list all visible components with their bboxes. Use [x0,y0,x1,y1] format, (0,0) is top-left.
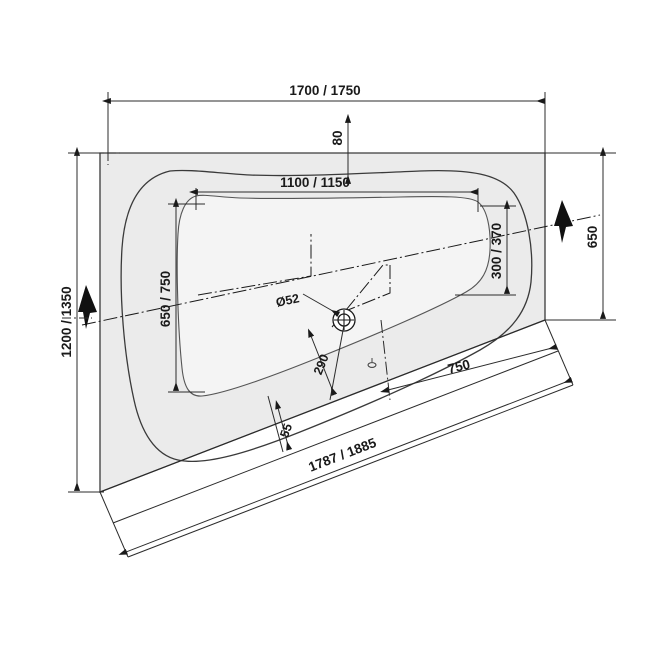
dim-diagonal-segment: 750 [380,319,558,401]
drain-diameter-label: Ø52 [275,291,301,310]
diagonal-center-line [81,214,601,326]
diagonal-segment-dim-line [380,343,558,393]
right-inner-height-label: 300 / 370 [489,223,504,279]
dim-top-offset: 80 [330,113,352,184]
drain-diameter-leader [302,293,341,318]
main-center-axis [81,214,601,326]
ledge-left-detail [197,234,312,296]
dim-right-overall-height: 650 [545,146,616,321]
ledge-mid-detail [331,264,390,328]
front-edge-left-ext [99,491,129,558]
right-overall-height-label: 650 [585,226,600,249]
inner-height-label: 650 / 750 [158,271,173,327]
overall-width-label: 1700 / 1750 [289,83,360,98]
basin-ledge-detail-lines [197,234,391,328]
bathtub-basin [176,194,491,397]
left-axis-arrow-icon [78,285,97,329]
diagonal-segment-label: 750 [446,357,472,377]
diagonal-length-dim-line [118,376,573,555]
inner-width-label: 1100 / 1150 [280,175,350,190]
dim-inner-width: 1100 / 1150 [188,175,479,212]
dim-overall-width: 1700 / 1750 [101,83,546,158]
bathtub-basin-outline [176,194,491,397]
axis-direction-arrows [78,200,573,329]
dim-overall-height: 1200 / 1350 [59,146,104,493]
right-axis-arrow-icon [554,200,573,243]
dim-right-inner-height: 300 / 370 [455,199,516,296]
top-offset-label: 80 [330,130,345,145]
ledge-right-detail [342,265,391,313]
rim-thickness-label: 55 [277,422,295,440]
overall-height-label: 1200 / 1350 [59,286,74,357]
drain-outlet: Ø52 [275,291,377,368]
corner-tick-marks [62,135,546,319]
front-edge-right-ext [544,319,574,386]
